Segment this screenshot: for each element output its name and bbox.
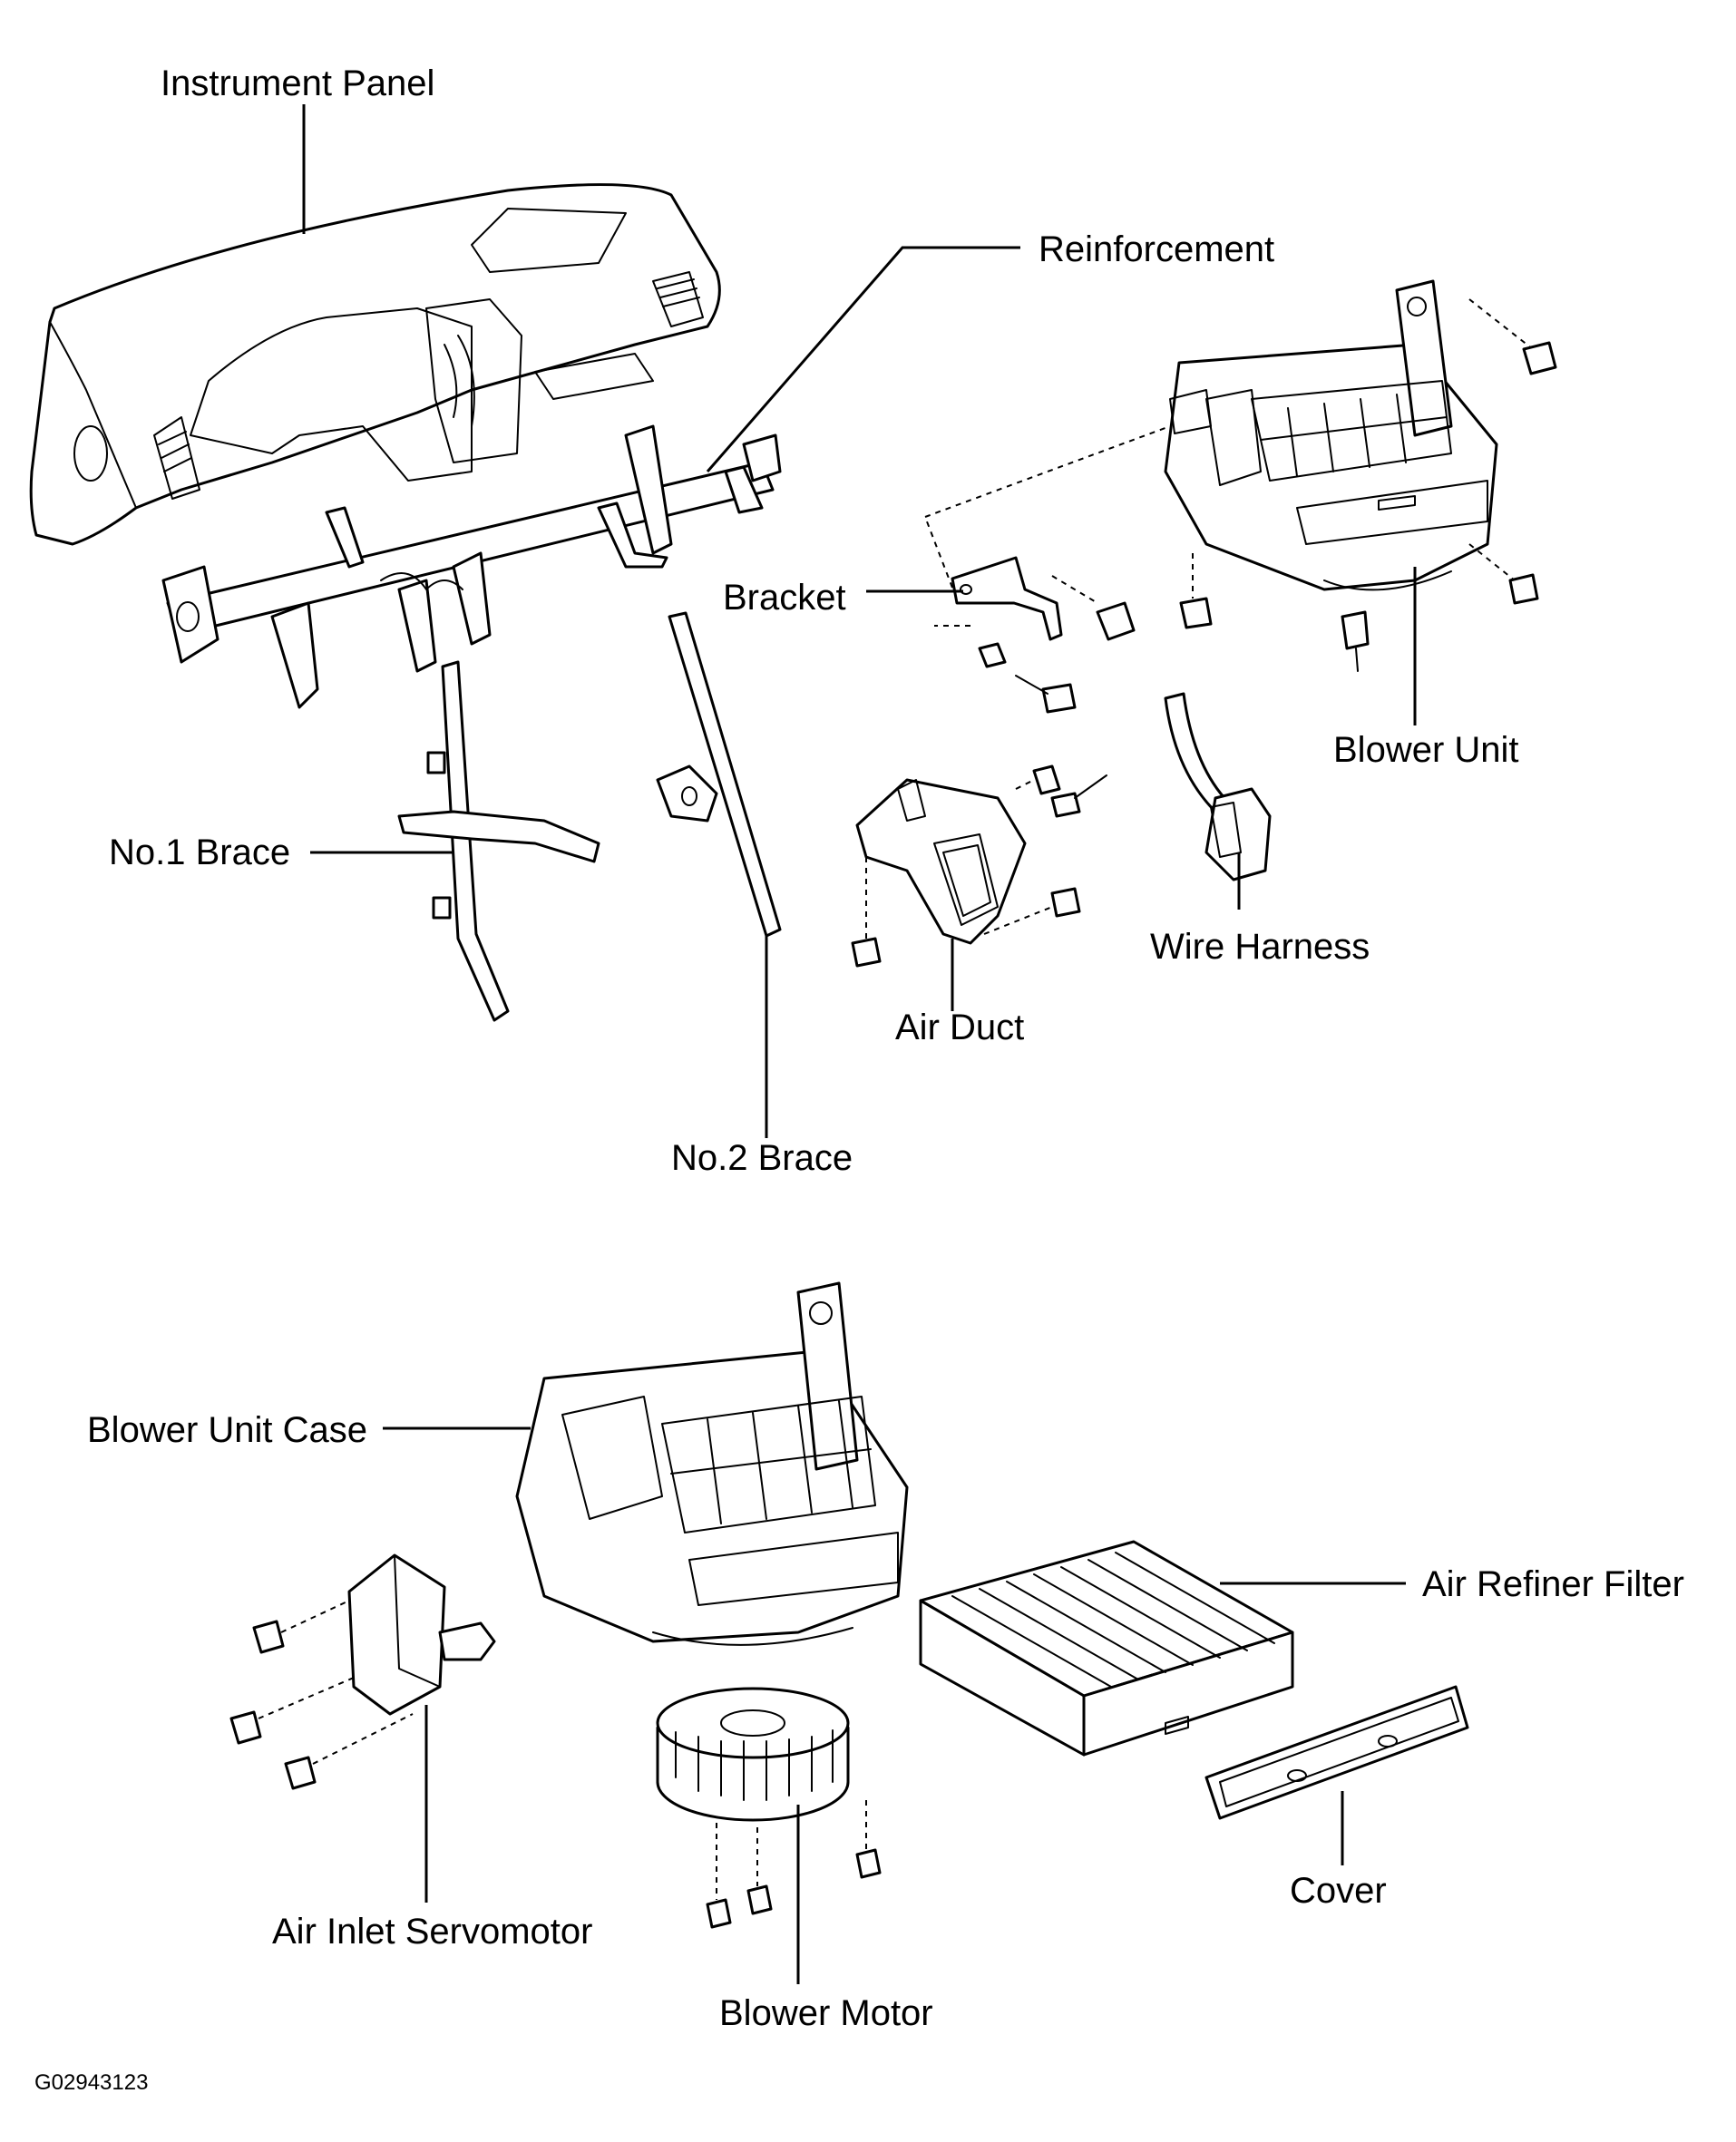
label-bracket: Bracket: [723, 578, 846, 618]
label-instrument-panel: Instrument Panel: [161, 63, 434, 103]
label-no2-brace: No.2 Brace: [671, 1138, 853, 1178]
blower-unit-case-drawing: [515, 1281, 909, 1646]
no2-brace-drawing: [656, 611, 782, 938]
instrument-panel-drawing: [29, 183, 721, 546]
reinforcement-drawing: [161, 424, 782, 709]
label-wire-harness: Wire Harness: [1150, 927, 1370, 967]
label-no1-brace: No.1 Brace: [109, 832, 290, 872]
label-blower-motor: Blower Motor: [719, 1993, 933, 2033]
bracket-drawing: [924, 425, 1171, 714]
label-air-refiner-filter: Air Refiner Filter: [1422, 1564, 1684, 1604]
no1-brace-drawing: [397, 660, 600, 1022]
blower-unit-drawing: [1164, 279, 1557, 672]
blower-motor-drawing: [656, 1687, 882, 1929]
label-cover: Cover: [1290, 1871, 1387, 1911]
label-blower-unit: Blower Unit: [1333, 730, 1519, 770]
air-refiner-filter-drawing: [919, 1540, 1294, 1757]
wire-harness-drawing: [1164, 692, 1272, 881]
air-inlet-servomotor-drawing: [229, 1553, 496, 1790]
label-air-duct: Air Duct: [895, 1008, 1024, 1047]
figure-code: G02943123: [34, 2070, 148, 2095]
cover-drawing: [1204, 1685, 1469, 1820]
air-duct-drawing: [851, 764, 1107, 968]
leader-lines: [302, 104, 1417, 1984]
label-reinforcement: Reinforcement: [1039, 229, 1274, 269]
label-air-inlet-servomotor: Air Inlet Servomotor: [272, 1912, 592, 1952]
label-blower-unit-case: Blower Unit Case: [87, 1410, 367, 1450]
